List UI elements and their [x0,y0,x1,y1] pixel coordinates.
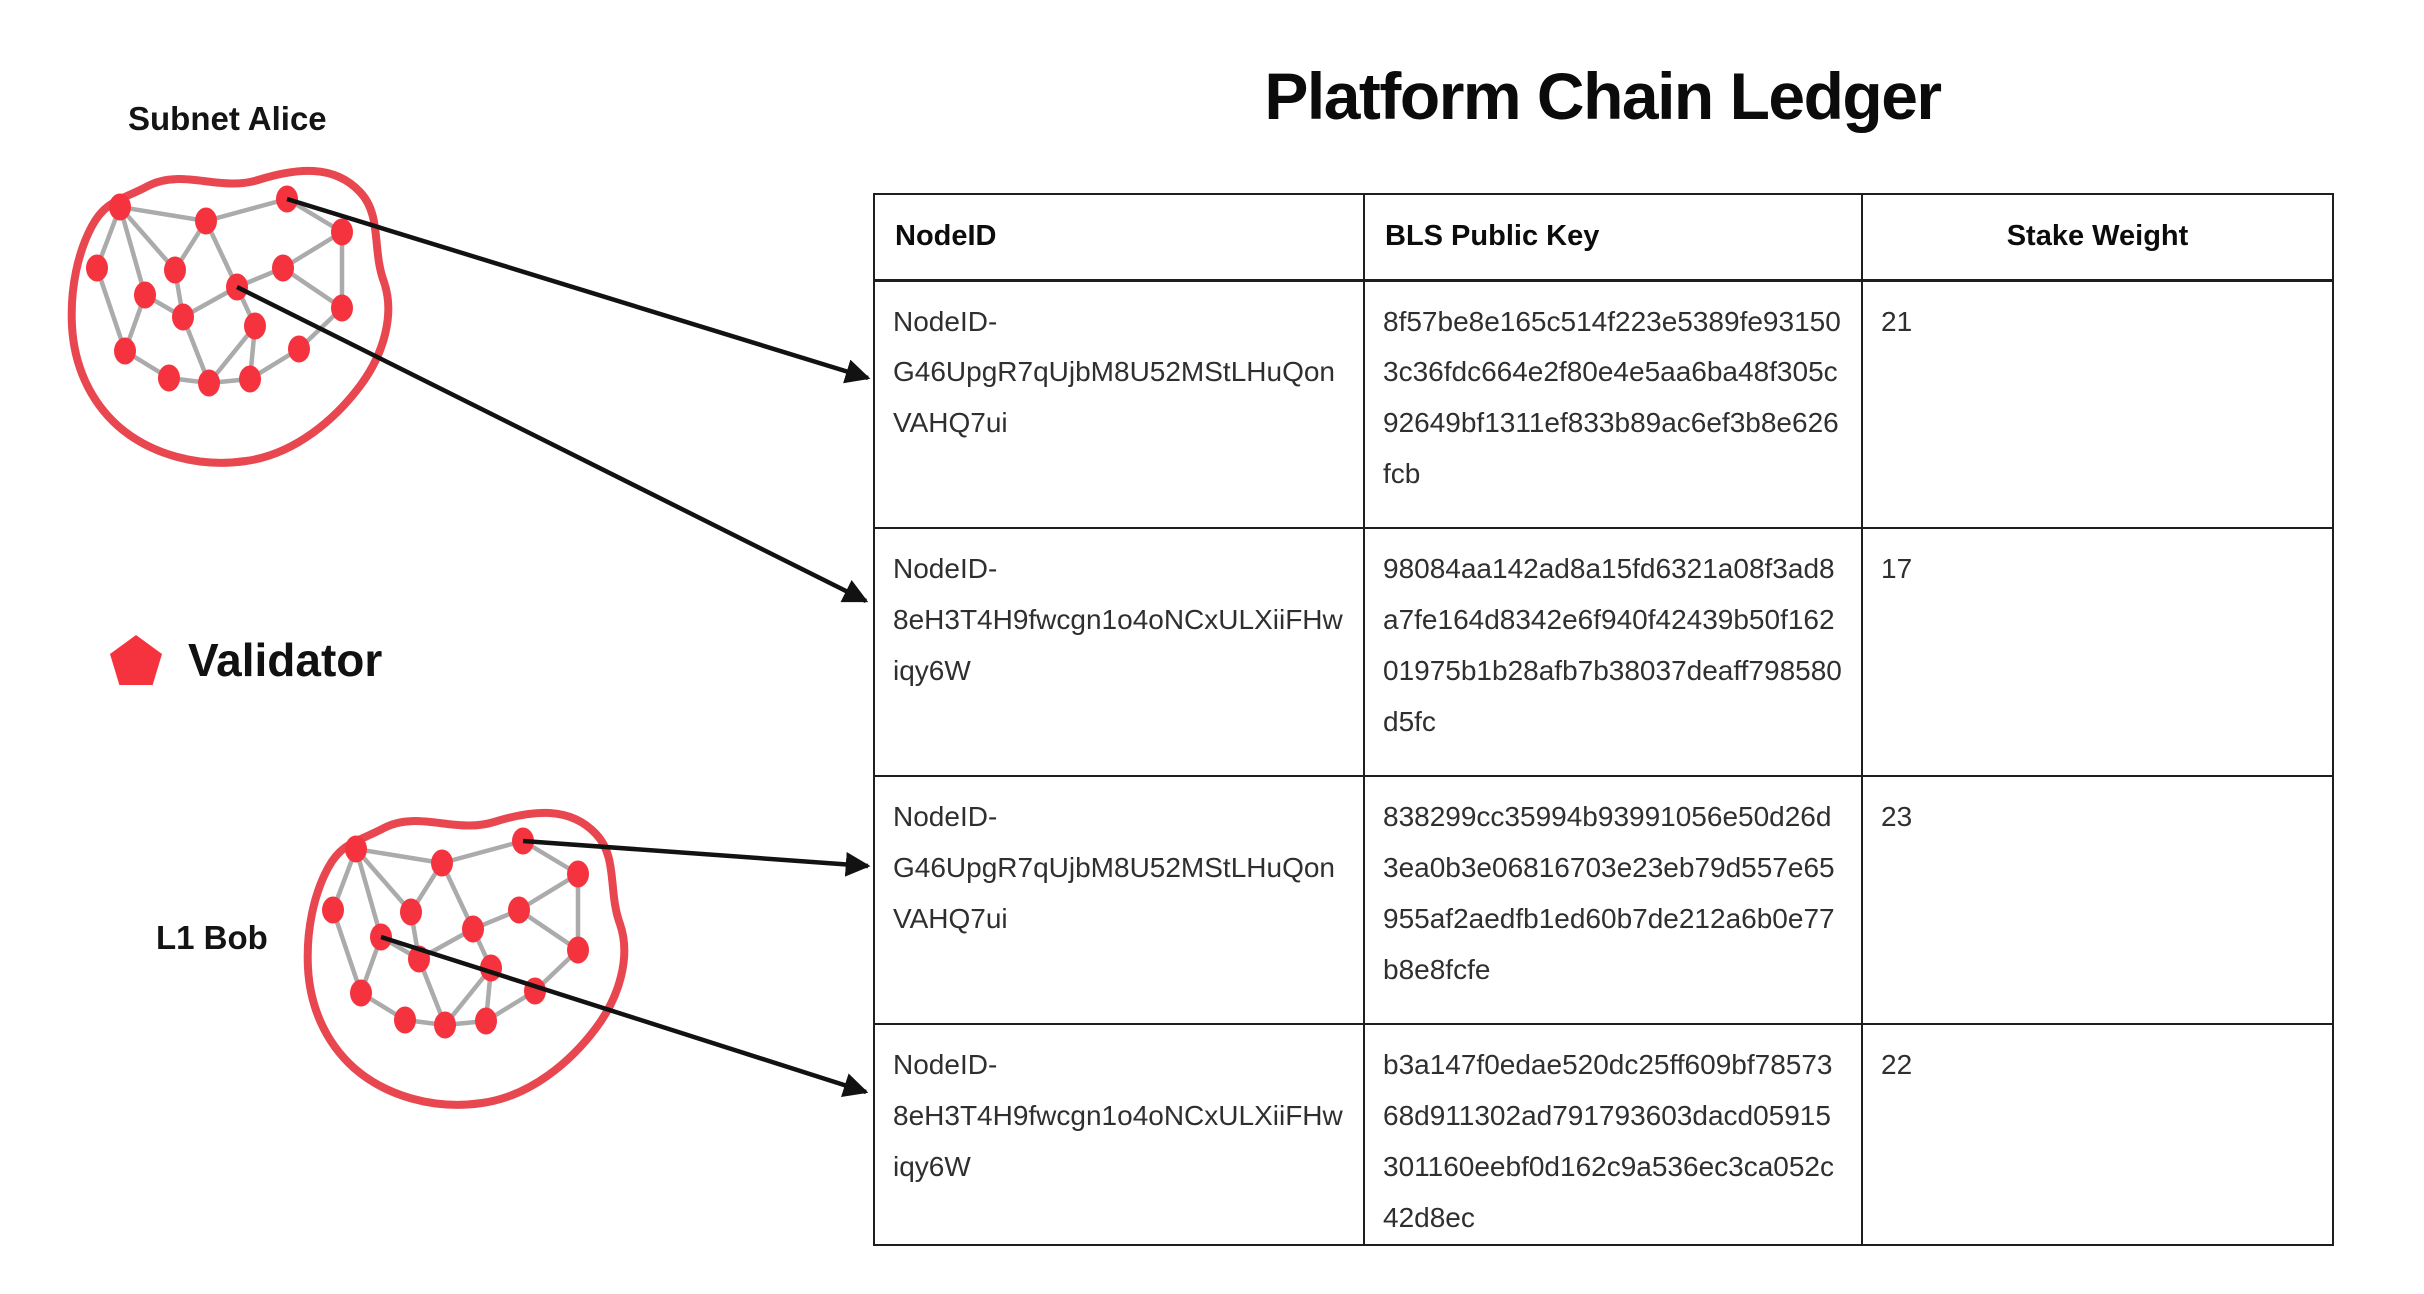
validator-node [394,1006,416,1034]
validator-node [512,827,534,855]
validator-node [567,860,589,888]
network-edge [330,909,364,994]
validator-node [239,365,261,393]
validator-node [195,207,217,235]
nodeid-cell: NodeID-8eH3T4H9fwcgn1o4oNCxULXiiFHwiqy6W [873,1023,1365,1246]
network-edge [205,196,288,224]
validator-node [288,335,310,363]
l1-bob-graph [298,800,634,1121]
validator-node [114,337,136,365]
validator-node [331,218,353,246]
col-header-nodeid: NodeID [873,193,1365,282]
validator-node [350,979,372,1007]
nodeid-cell: NodeID-G46UpgR7qUjbM8U52MStLHuQonVAHQ7ui [873,279,1365,529]
validator-node [86,254,108,282]
page-title: Platform Chain Ledger [1264,59,1942,133]
stake-weight-cell: 23 [1861,775,2334,1025]
network-edge [353,848,384,938]
platform-chain-ledger-table: NodeID BLS Public Key Stake Weight NodeI… [873,193,2334,1246]
validator-node [434,1011,456,1039]
validator-pentagon-icon [110,635,162,685]
network-edge [117,206,148,296]
validator-node [431,849,453,877]
validator-legend-label: Validator [188,634,383,686]
validator-legend: Validator [110,633,382,687]
bls-key-cell: 838299cc35994b93991056e50d26d3ea0b3e0681… [1363,775,1863,1025]
validator-node [164,256,186,284]
validator-node [408,945,430,973]
stake-weight-cell: 22 [1861,1023,2334,1246]
stake-weight-cell: 17 [1861,527,2334,777]
network-edge [118,205,177,272]
nodeid-cell: NodeID-G46UpgR7qUjbM8U52MStLHuQonVAHQ7ui [873,775,1365,1025]
bls-key-cell: 8f57be8e165c514f223e5389fe931503c36fdc66… [1363,279,1863,529]
col-header-stake-weight: Stake Weight [1861,193,2334,282]
validator-node [508,896,530,924]
bls-key-cell: b3a147f0edae520dc25ff609bf7857368d911302… [1363,1023,1863,1246]
validator-node [345,835,367,863]
validator-node [134,281,156,309]
validator-node [462,915,484,943]
table-row: NodeID-G46UpgR7qUjbM8U52MStLHuQonVAHQ7ui… [873,279,2334,529]
validator-node [567,936,589,964]
validator-node [109,193,131,221]
validator-node [331,294,353,322]
l1-bob-label: L1 Bob [156,919,268,956]
table-row: NodeID-G46UpgR7qUjbM8U52MStLHuQonVAHQ7ui… [873,775,2334,1025]
validator-node [370,923,392,951]
validator-node [322,896,344,924]
network-edge [119,204,207,224]
bls-key-cell: 98084aa142ad8a15fd6321a08f3ad8a7fe164d83… [1363,527,1863,777]
network-edge [94,267,128,352]
col-header-bls-public-key: BLS Public Key [1363,193,1863,282]
table-header-row: NodeID BLS Public Key Stake Weight [873,193,2334,282]
subnet-alice-graph [62,158,398,479]
validator-node [226,273,248,301]
validator-node [524,977,546,1005]
validator-node [475,1007,497,1035]
stake-weight-cell: 21 [1861,279,2334,529]
validator-node [158,364,180,392]
table-row: NodeID-8eH3T4H9fwcgn1o4oNCxULXiiFHwiqy6W… [873,1023,2334,1246]
validator-node [272,254,294,282]
validator-node [244,312,266,340]
validator-node [400,898,422,926]
table-row: NodeID-8eH3T4H9fwcgn1o4oNCxULXiiFHwiqy6W… [873,527,2334,777]
validator-node [198,369,220,397]
nodeid-cell: NodeID-8eH3T4H9fwcgn1o4oNCxULXiiFHwiqy6W [873,527,1365,777]
validator-node [480,954,502,982]
subnet-alice-label: Subnet Alice [128,100,327,137]
validator-node [276,185,298,213]
validator-node [172,303,194,331]
network-edge [354,847,413,914]
network-edge [355,846,443,866]
network-edge [441,838,524,866]
